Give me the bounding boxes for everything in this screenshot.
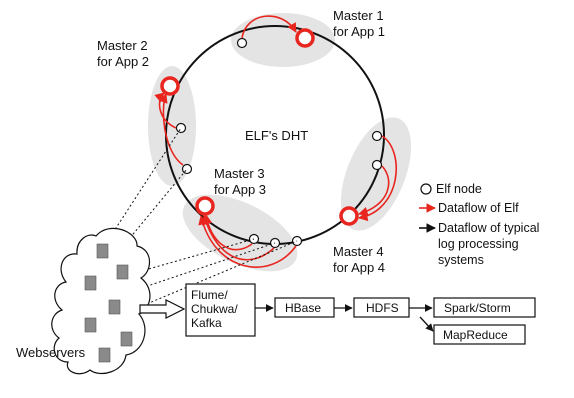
- hbase-label: HBase: [285, 301, 321, 315]
- server-icon: [98, 347, 111, 363]
- master-4-label: Master 4 for App 4: [333, 244, 387, 275]
- master-2-label: Master 2 for App 2: [97, 38, 151, 69]
- master-2-node: [160, 76, 180, 96]
- elf-flow-app2: [158, 93, 184, 166]
- server-icon: [84, 275, 97, 291]
- elf-node: [175, 122, 187, 134]
- master-3-node: [195, 196, 215, 216]
- elf-flow-app4: [358, 135, 397, 222]
- server-icon: [96, 243, 109, 259]
- spark-label: Spark/Storm: [444, 301, 511, 315]
- master-1-label: Master 1 for App 1: [333, 8, 387, 39]
- dht-label: ELF's DHT: [245, 128, 308, 143]
- legend-elf-node-icon: [420, 183, 432, 195]
- master-4-node: [339, 206, 359, 226]
- legend-elf-flow-label: Dataflow of Elf: [438, 201, 519, 215]
- mapreduce-box: [433, 324, 526, 345]
- app1-region: [231, 13, 335, 67]
- legend-elf-node-label: Elf node: [436, 182, 482, 196]
- hollow-arrow: [139, 299, 186, 319]
- legend-typical-flow-label: Dataflow of typical log processing syste…: [438, 221, 543, 267]
- spark-box: [433, 297, 536, 318]
- elf-node: [181, 163, 193, 175]
- webservers-label: Webservers: [16, 345, 86, 360]
- master-3-label: Master 3 for App 3: [214, 166, 268, 197]
- elf-flow-app3: [198, 215, 297, 268]
- legend: Elf node Dataflow of Elf Dataflow of typ…: [419, 182, 543, 267]
- hdfs-label: HDFS: [366, 301, 399, 315]
- elf-flow-app3: [201, 215, 275, 261]
- collector-box: [185, 283, 256, 337]
- server-icon: [116, 264, 129, 280]
- elf-node: [371, 159, 383, 171]
- server-icon: [84, 317, 97, 333]
- elf-flow-app4: [358, 165, 390, 217]
- elf-flow-app1: [241, 15, 297, 39]
- elf-node: [371, 130, 383, 142]
- mapreduce-label: MapReduce: [443, 328, 508, 342]
- arrow-hdfs-mapreduce: [419, 316, 434, 332]
- server-icons: [84, 243, 133, 363]
- server-icon: [108, 299, 121, 315]
- collector-label: Flume/ Chukwa/ Kafka: [191, 288, 241, 330]
- server-icon: [120, 331, 133, 347]
- master-1-node: [295, 28, 315, 48]
- elf-node: [236, 37, 248, 49]
